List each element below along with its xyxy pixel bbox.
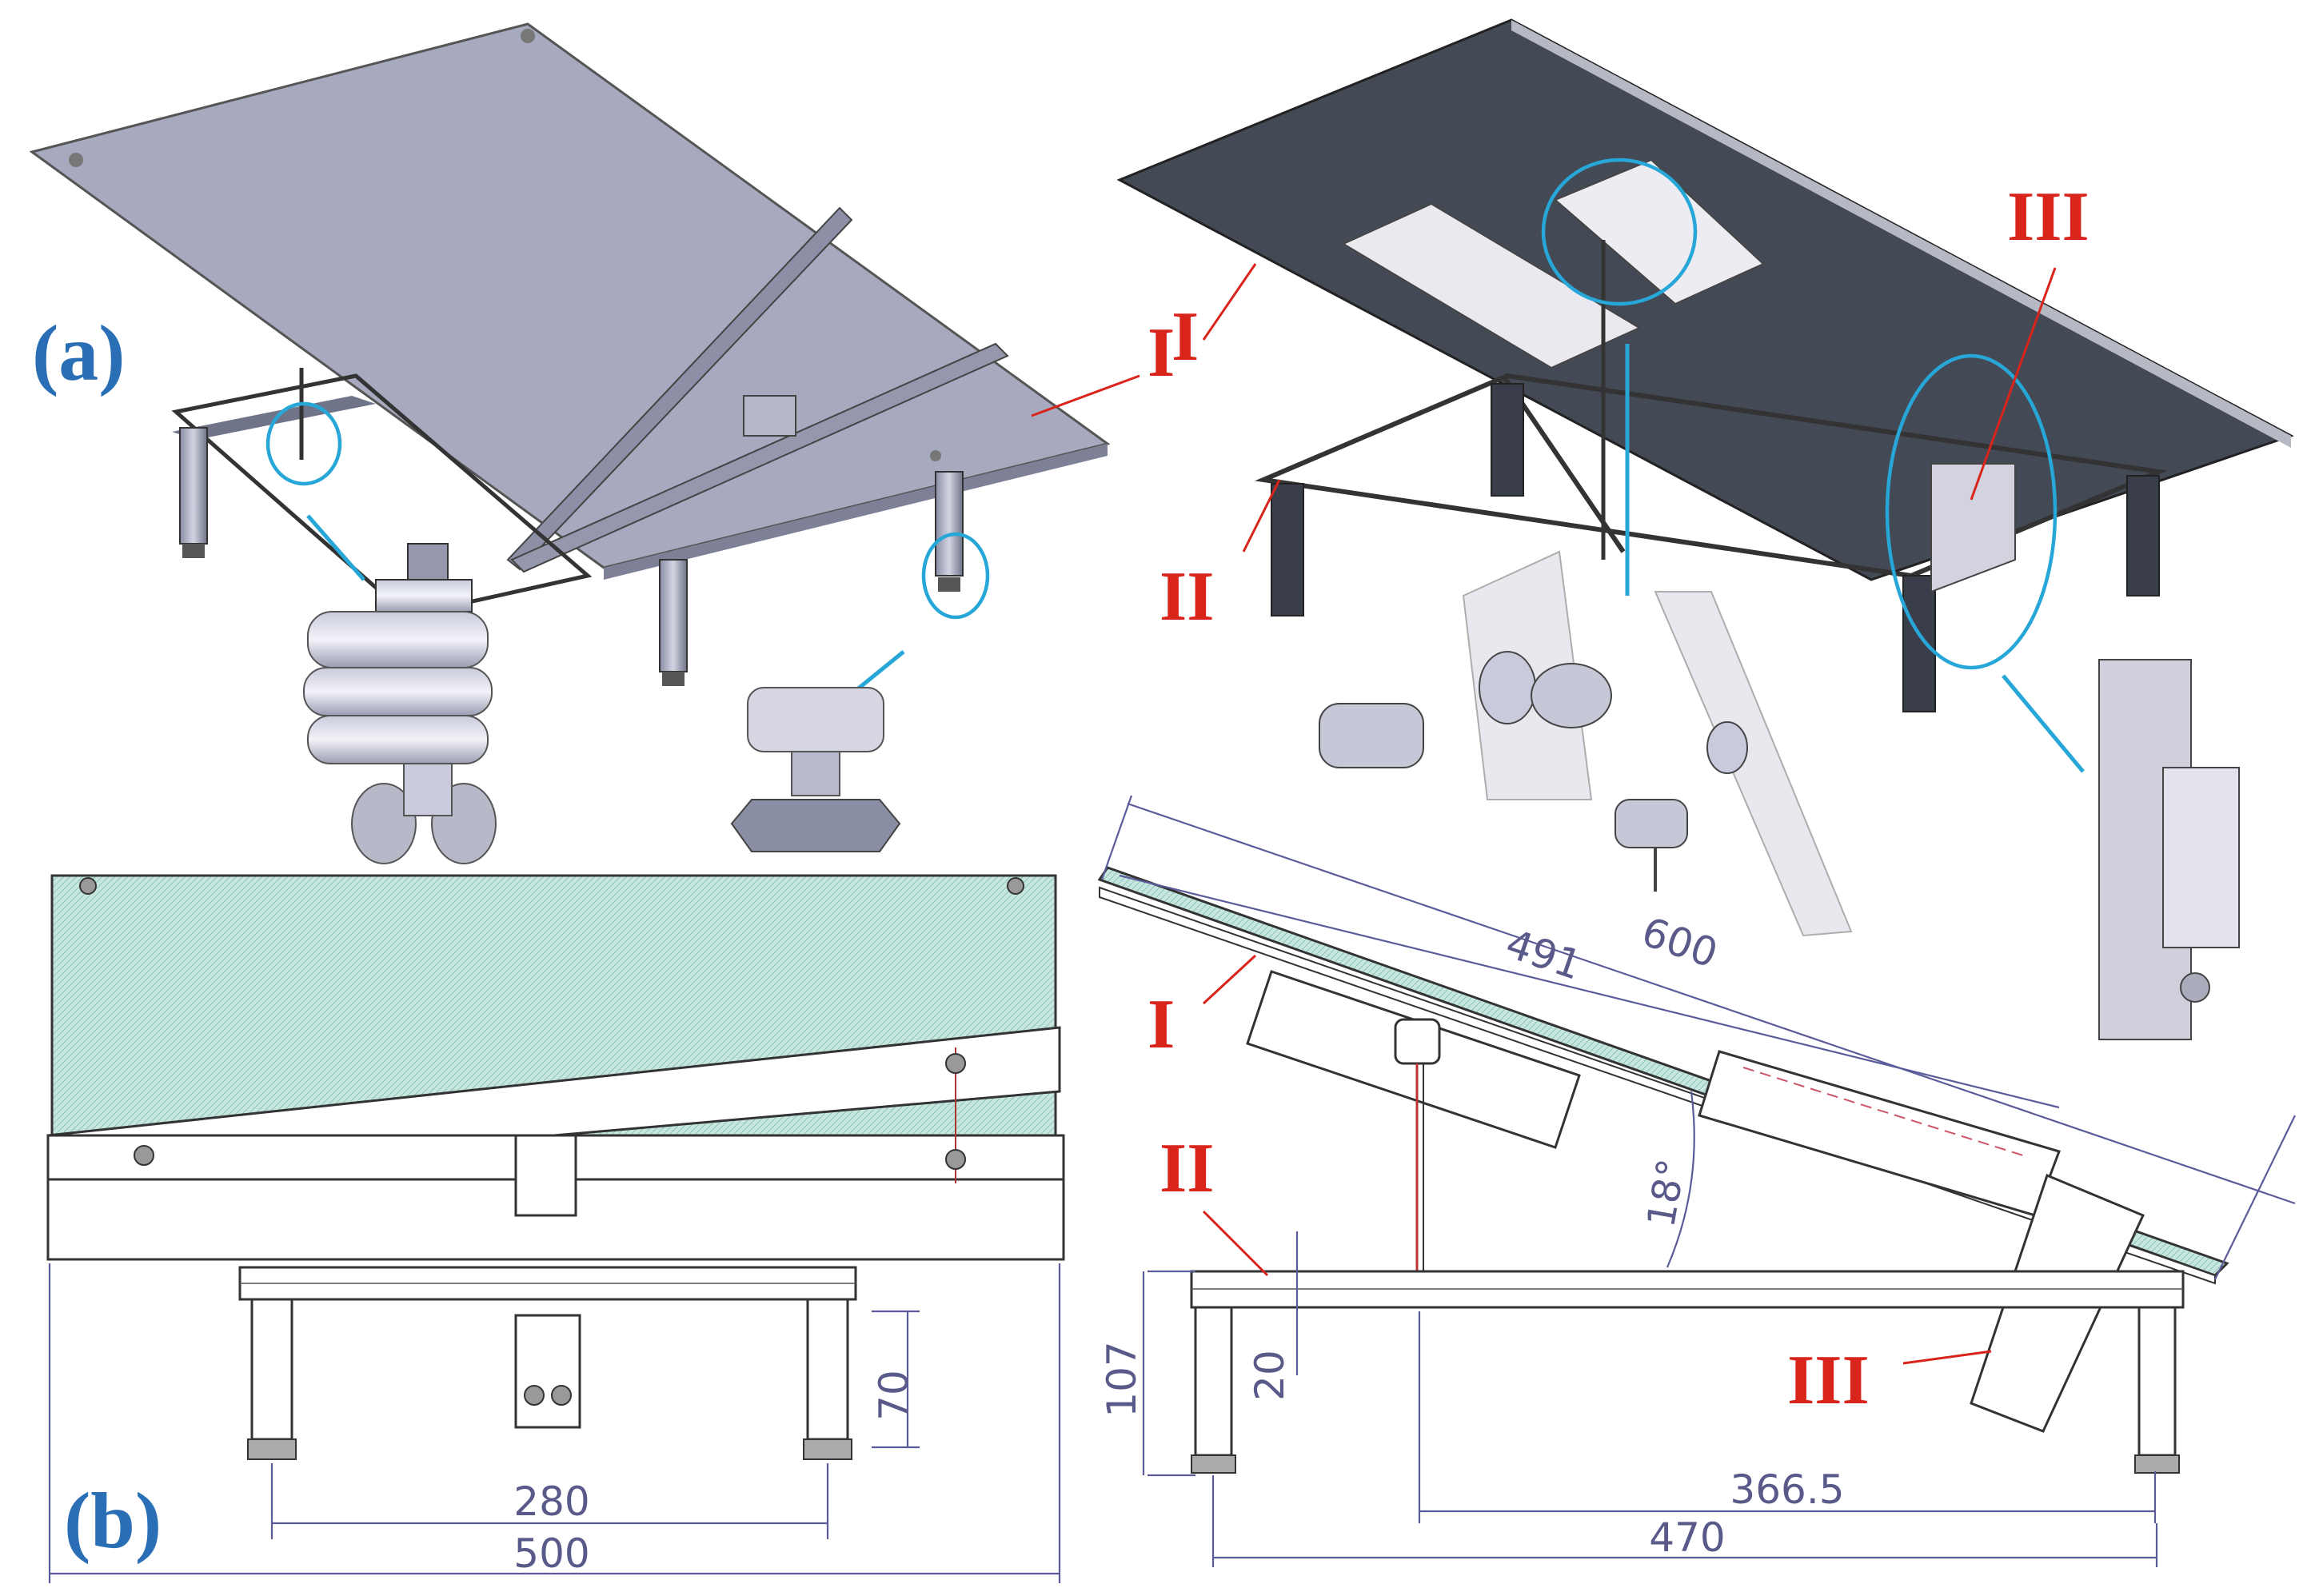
panel-label-b: (b) [64, 1476, 162, 1565]
leveling-foot [182, 544, 205, 558]
frame-leg [935, 471, 964, 577]
callout-circle [1885, 353, 2058, 670]
frame-leg [250, 1298, 293, 1441]
dimension-366-5: 366.5 [1418, 1311, 2157, 1523]
dimension-label: 600 [1636, 908, 1723, 977]
center-bracket [514, 1134, 577, 1217]
callout-circle [921, 532, 990, 620]
leader-line [1031, 374, 1140, 417]
frame-leg [1271, 483, 1304, 616]
dimension-label: 491 [1500, 920, 1587, 989]
leveling-foot [662, 672, 685, 686]
leader-line [1202, 1210, 1269, 1277]
dimension-label: 500 [513, 1530, 589, 1577]
double-arrow-icon [306, 514, 365, 581]
frame-leg [1194, 1306, 1233, 1457]
part-label-I: I [1148, 314, 1175, 392]
leveling-foot [1191, 1454, 1236, 1474]
callout-circle [1541, 158, 1698, 306]
dimension-label: 107 [1099, 1341, 1145, 1417]
bellows-mount-detail [303, 543, 497, 864]
junction-box [743, 395, 796, 437]
part-label-I-dark: I [1171, 298, 1199, 376]
bracket-box [1930, 463, 2016, 593]
leveling-foot [2134, 1454, 2180, 1474]
panel-b-front-view [46, 874, 1065, 1460]
bracket-III [1698, 1050, 2061, 1217]
dimension-491: 491 [1119, 874, 2060, 1109]
dimension-label: 470 [1649, 1514, 1725, 1561]
leader-line [1970, 267, 2057, 501]
reflector-tray [1554, 158, 1765, 305]
dimension-label: 366.5 [1730, 1466, 1844, 1513]
screw-hole-icon [69, 153, 83, 167]
panel-a-right-assembly [1116, 18, 2294, 1040]
support-rail [506, 206, 853, 571]
leveling-foot [938, 577, 960, 592]
double-arrow-icon [2002, 674, 2085, 773]
support-rail [510, 342, 1009, 573]
leader-line [1202, 954, 1257, 1005]
hinge-bolt [1394, 1018, 1441, 1065]
panel-label-a: (a) [32, 309, 126, 397]
part-label-III: III [2007, 178, 2089, 256]
reflector-tray [1341, 202, 1642, 369]
clamp-bracket-detail [2098, 659, 2240, 1040]
frame-leg [2137, 1306, 2177, 1457]
frame-top [171, 373, 593, 618]
frame-leg [179, 427, 208, 545]
dimension-470: 470 [1211, 1475, 2158, 1567]
part-label-III-side: III [1787, 1342, 1870, 1419]
panel-b-side-view [1097, 866, 2229, 1474]
dimension-280: 280 [270, 1463, 829, 1539]
hinge-bracket-detail [1615, 591, 1853, 937]
frame-top [1255, 373, 2169, 579]
leader-line [1902, 1350, 1992, 1365]
leveling-foot [803, 1438, 852, 1460]
part-label-II-side: II [1159, 1130, 1215, 1207]
frame-leg [1902, 575, 1936, 712]
part-label-II: II [1159, 558, 1215, 636]
leveling-foot-detail [730, 687, 901, 852]
dimension-label: 70 [871, 1370, 917, 1421]
leader-line [1242, 479, 1281, 553]
dimension-500: 500 [48, 1263, 1061, 1583]
leveling-foot [247, 1438, 297, 1460]
dimension-107: 107 [1099, 1270, 1195, 1477]
frame-leg [2126, 475, 2160, 597]
hinge-bolt-detail [1319, 550, 1612, 800]
screw-hole-icon [930, 450, 941, 461]
dimension-20: 20 [1247, 1231, 1299, 1401]
dimension-18deg: 18° [1638, 1091, 1695, 1268]
frame-leg [1491, 383, 1524, 497]
bottom-bracket [514, 1314, 581, 1429]
dimension-70: 70 [871, 1310, 920, 1449]
frame-leg [659, 559, 688, 672]
dimension-label: 18° [1638, 1155, 1694, 1231]
panel-a-left-assembly [29, 22, 1111, 864]
dimension-label: 280 [513, 1478, 589, 1525]
part-label-I-side: I [1148, 986, 1175, 1063]
dimension-label: 20 [1247, 1350, 1293, 1401]
callout-circle [265, 401, 342, 486]
frame-leg [806, 1298, 849, 1441]
leader-line [1202, 263, 1257, 341]
screw-hole-icon [521, 29, 535, 43]
